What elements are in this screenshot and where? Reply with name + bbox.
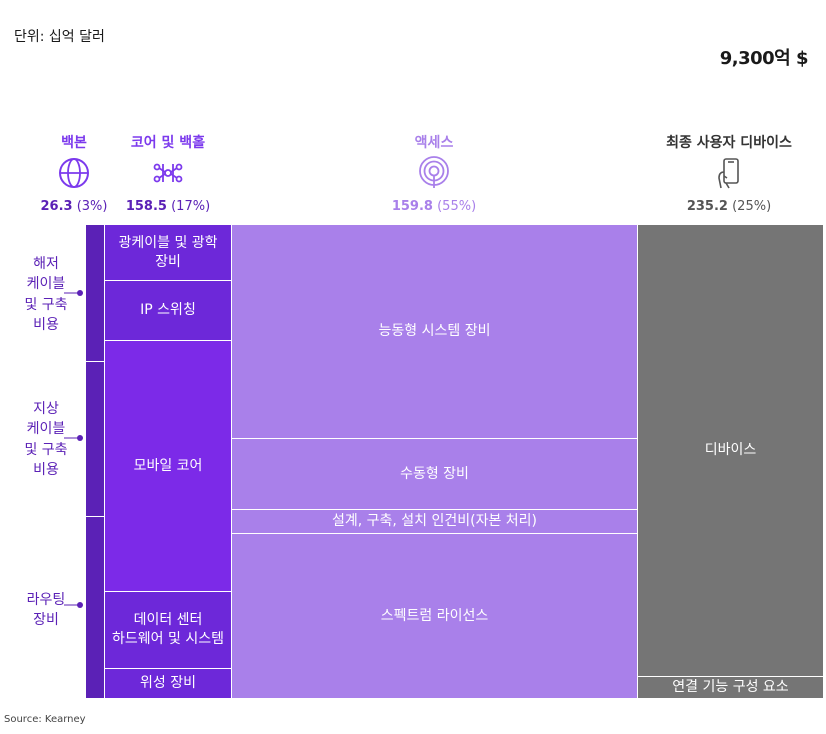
access-cell-spectrum: 스펙트럼 라이선스 <box>232 534 637 698</box>
network-icon <box>153 163 183 183</box>
category-title-backbone: 백본 <box>61 135 87 151</box>
core-cell-ip-switching: IP 스위칭 <box>105 281 231 341</box>
globe-icon <box>59 158 89 188</box>
source-note: Source: Kearney <box>4 714 86 725</box>
access-cell-active: 능동형 시스템 장비 <box>232 225 637 439</box>
access-cell-labor: 설계, 구축, 설치 인건비(자본 처리) <box>232 510 637 534</box>
core-cell-satellite: 위성 장비 <box>105 669 231 698</box>
category-value-core: 158.5 (17%) <box>125 199 211 214</box>
signal-icon <box>419 156 449 188</box>
devices-cell-devices: 디바이스 <box>638 225 823 677</box>
side-label-connectors <box>64 290 83 608</box>
side-label-submarine: 해저 케이블 및 구축 비용 <box>24 256 68 333</box>
total-value: 9,300억 $ <box>719 48 809 69</box>
core-cell-datacenter: 데이터 센터 하드웨어 및 시스템 <box>105 592 231 669</box>
access-cell-passive: 수동형 장비 <box>232 439 637 510</box>
backbone-segment-submarine <box>86 225 104 362</box>
backbone-segment-routing <box>86 517 104 698</box>
phone-icon <box>718 158 739 189</box>
side-label-terrestrial: 지상 케이블 및 구축 비용 <box>24 401 68 478</box>
category-value-devices: 235.2 (25%) <box>686 199 772 214</box>
category-value-backbone: 26.3 (3%) <box>40 199 108 214</box>
devices-cell-connectivity: 연결 기능 구성 요소 <box>638 677 823 698</box>
core-cell-mobile-core: 모바일 코어 <box>105 341 231 592</box>
core-cell-optical: 광케이블 및 광학 장비 <box>105 225 231 281</box>
backbone-segment-terrestrial <box>86 362 104 517</box>
category-title-access: 액세스 <box>414 135 454 151</box>
category-value-access: 159.8 (55%) <box>391 199 477 214</box>
side-label-routing: 라우팅 장비 <box>26 592 66 629</box>
category-title-core: 코어 및 백홀 <box>130 135 206 151</box>
unit-label: 단위: 십억 달러 <box>14 29 105 45</box>
category-title-devices: 최종 사용자 디바이스 <box>666 135 792 151</box>
